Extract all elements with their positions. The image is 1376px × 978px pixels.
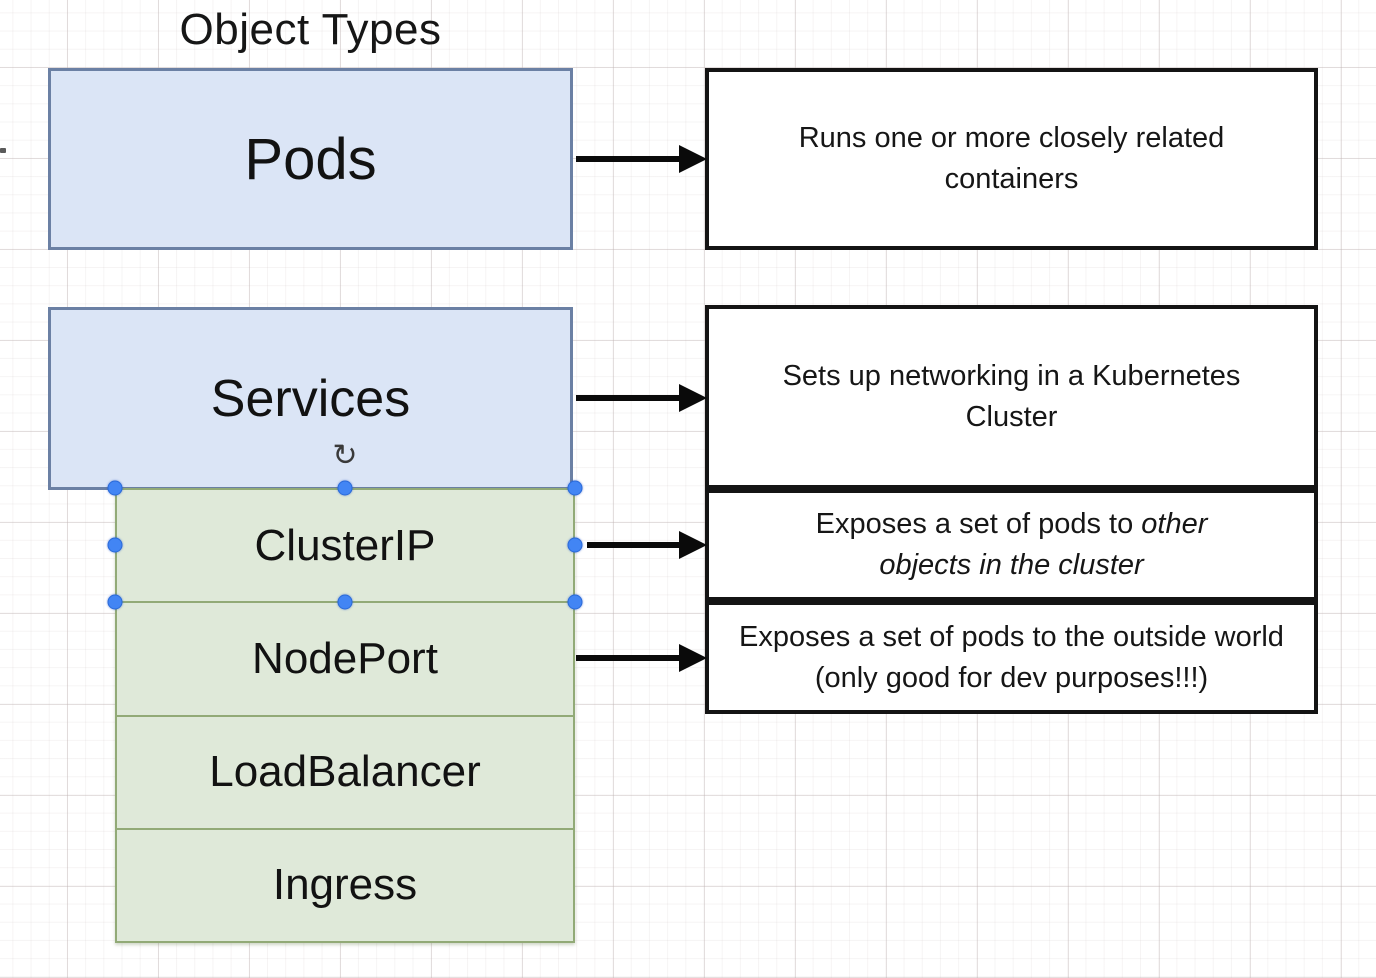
selection-handle-middle-left[interactable] [107, 537, 123, 553]
pods-description-box[interactable]: Runs one or more closely related contain… [705, 68, 1318, 250]
service-type-loadbalancer[interactable]: LoadBalancer [117, 714, 573, 828]
clusterip-description-text: Exposes a set of pods to other objects i… [815, 508, 1208, 581]
page-title[interactable]: Object Types [179, 5, 442, 54]
services-label: Services [210, 369, 411, 428]
pods-description-text: Runs one or more closely related contain… [798, 122, 1225, 195]
screen-edge-artifact [0, 148, 6, 153]
nodeport-label: NodePort [252, 633, 438, 683]
pods-shape[interactable]: Pods [48, 68, 573, 250]
service-type-nodeport[interactable]: NodePort [117, 601, 573, 714]
ingress-label: Ingress [272, 860, 418, 910]
services-description-box[interactable]: Sets up networking in a Kubernetes Clust… [705, 305, 1318, 489]
selection-handle-middle-right[interactable] [567, 537, 583, 553]
nodeport-description-box[interactable]: Exposes a set of pods to the outside wor… [705, 601, 1318, 714]
service-types-stack[interactable]: ClusterIP NodePort LoadBalancer Ingress [115, 488, 575, 943]
arrow-pods-to-description[interactable] [576, 145, 707, 173]
selection-handle-bottom-left[interactable] [107, 594, 123, 610]
services-shape[interactable]: Services [48, 307, 573, 490]
pods-label: Pods [244, 126, 377, 192]
arrow-services-to-description[interactable] [576, 384, 707, 412]
selection-handle-bottom-right[interactable] [567, 594, 583, 610]
rotate-handle-icon[interactable]: ↻ [332, 439, 358, 472]
selection-handle-top-middle[interactable] [337, 480, 353, 496]
services-description-text: Sets up networking in a Kubernetes Clust… [782, 360, 1241, 433]
arrow-nodeport-to-description[interactable] [576, 644, 707, 672]
clusterip-label: ClusterIP [254, 520, 436, 570]
arrow-clusterip-to-description[interactable] [587, 531, 707, 559]
clusterip-description-box[interactable]: Exposes a set of pods to other objects i… [705, 489, 1318, 601]
service-type-ingress[interactable]: Ingress [117, 827, 573, 941]
nodeport-description-text: Exposes a set of pods to the outside wor… [739, 620, 1284, 694]
selection-handle-top-right[interactable] [567, 480, 583, 496]
service-type-clusterip[interactable]: ClusterIP [117, 490, 573, 601]
selection-handle-bottom-middle[interactable] [337, 594, 353, 610]
clusterip-description-emphasis: other objects in the cluster [879, 508, 1208, 581]
loadbalancer-label: LoadBalancer [209, 747, 481, 797]
selection-handle-top-left[interactable] [107, 480, 123, 496]
